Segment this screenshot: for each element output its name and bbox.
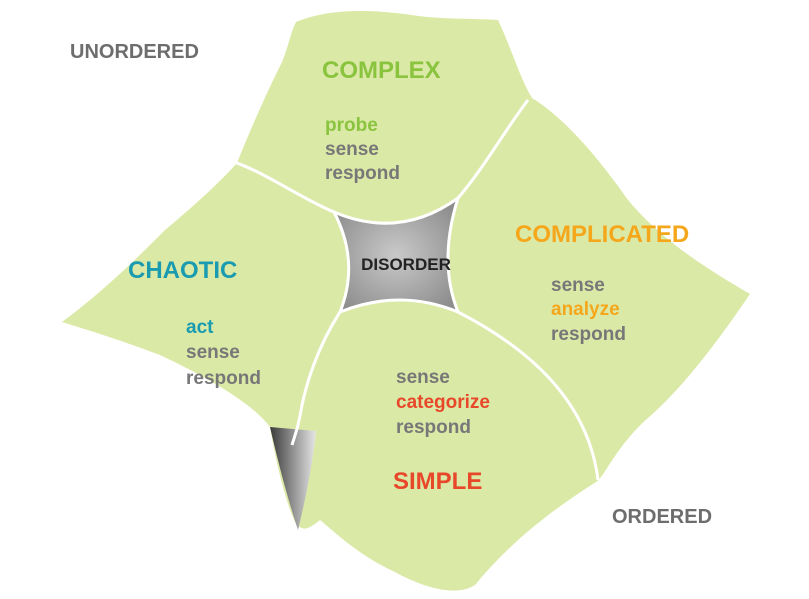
complex-step-1: probe [325, 115, 378, 136]
chaotic-step-3: respond [186, 368, 261, 389]
domain-chaotic: CHAOTIC act sense respond [128, 257, 261, 389]
domain-complex: COMPLEX probe sense respond [322, 57, 441, 184]
divider-complex-chaotic [227, 158, 335, 214]
complicated-step-2: analyze [551, 299, 620, 320]
fold-shadow [270, 427, 316, 530]
chaotic-title: CHAOTIC [128, 257, 237, 284]
complicated-step-1: sense [551, 275, 605, 296]
simple-step-3: respond [396, 417, 471, 438]
complicated-title: COMPLICATED [515, 221, 689, 248]
complex-step-3: respond [325, 163, 400, 184]
complex-title: COMPLEX [322, 57, 441, 84]
chaotic-step-1: act [186, 317, 214, 338]
region-dividers [227, 99, 600, 481]
divider-complex-complicated [456, 99, 530, 199]
domain-complicated: COMPLICATED sense analyze respond [515, 221, 689, 345]
simple-step-1: sense [396, 367, 450, 388]
complex-step-2: sense [325, 139, 379, 160]
disorder-center-shape [330, 194, 461, 315]
simple-title: SIMPLE [393, 468, 482, 495]
simple-step-2: categorize [396, 392, 490, 413]
divider-complicated-simple [457, 310, 600, 481]
disorder-label: DISORDER [361, 255, 451, 274]
divider-chaotic-simple [290, 311, 342, 446]
chaotic-step-2: sense [186, 342, 240, 363]
ordered-label: ORDERED [612, 506, 712, 528]
unordered-label: UNORDERED [70, 41, 199, 63]
complicated-step-3: respond [551, 324, 626, 345]
domain-simple: sense categorize respond SIMPLE [393, 367, 490, 495]
